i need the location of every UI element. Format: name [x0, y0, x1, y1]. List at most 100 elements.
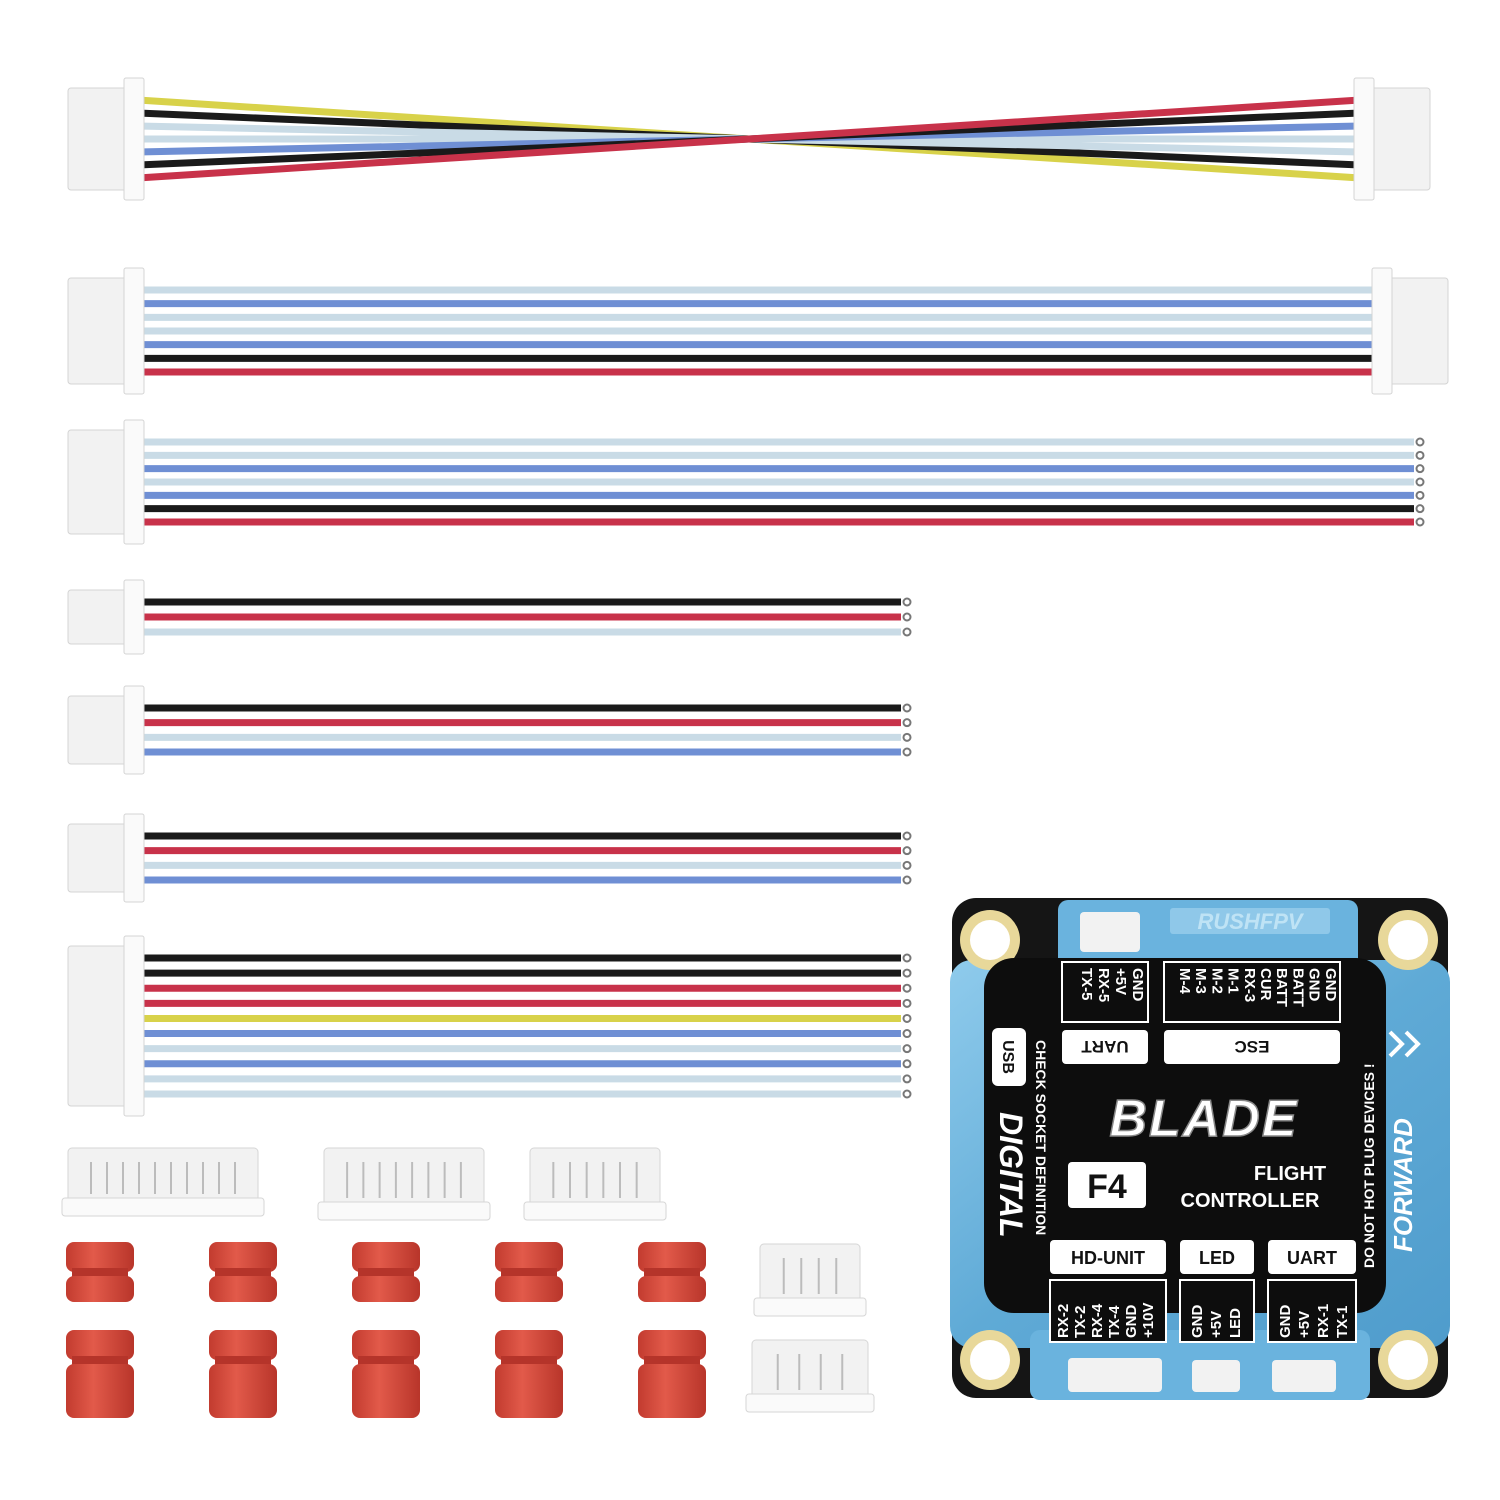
- dampener: [495, 1330, 563, 1418]
- dampener: [209, 1330, 277, 1418]
- wire-tip: [902, 627, 912, 637]
- hd-unit-name: HD-UNIT: [1071, 1248, 1145, 1268]
- pin-label: M-1: [1225, 968, 1242, 994]
- wire-tip: [1415, 477, 1425, 487]
- wire-tip: [902, 875, 912, 885]
- pin-label: +5V: [1112, 968, 1129, 995]
- hd-unit-pin-box: [1049, 1279, 1167, 1343]
- cable-left-connector: [67, 813, 145, 903]
- pin-label: TX-4: [1106, 1305, 1123, 1338]
- wire-tip: [902, 953, 912, 963]
- usb-label-box: [992, 1028, 1026, 1086]
- wire-tip: [902, 732, 912, 742]
- cable-left-connector: [67, 935, 145, 1117]
- pin-label: RX-5: [1095, 968, 1112, 1002]
- wire-tip: [902, 612, 912, 622]
- wire-tip: [902, 1029, 912, 1039]
- title-line2: CONTROLLER: [1181, 1190, 1320, 1212]
- model-badge: [1068, 1162, 1146, 1208]
- wire-tip: [902, 831, 912, 841]
- spare-connector-10pin: [61, 1147, 265, 1217]
- pin-label: +10V: [1140, 1303, 1157, 1338]
- fc-top-socket: [1080, 912, 1140, 952]
- wire-tip: [902, 1059, 912, 1069]
- pin-label: RX-3: [1241, 968, 1258, 1002]
- cable-6: [67, 813, 912, 903]
- wire-red: [137, 96, 1361, 182]
- title-line1: FLIGHT: [1254, 1163, 1326, 1185]
- fc-mounting-holes: [960, 910, 1438, 1390]
- pin-label: M-2: [1208, 968, 1225, 994]
- rubber-dampeners: [66, 1242, 706, 1418]
- esc-name-box: [1164, 1030, 1340, 1064]
- cable-right-connector: [1353, 77, 1431, 201]
- esc-name: ESC: [1235, 1037, 1270, 1056]
- spare-connector-4pin: [745, 1339, 875, 1413]
- pin-label: +5V: [1296, 1311, 1313, 1338]
- wire-tip: [1415, 490, 1425, 500]
- pin-label: GND: [1277, 1305, 1294, 1339]
- wire-tip: [1415, 450, 1425, 460]
- wire-tip: [902, 968, 912, 978]
- fc-bottom-socket-led: [1192, 1360, 1240, 1392]
- dampener: [66, 1242, 134, 1302]
- wire-tip: [1415, 464, 1425, 474]
- pin-label: GND: [1306, 968, 1323, 1002]
- wire-tip: [902, 1074, 912, 1084]
- forward-double-chevron-icon: [1388, 1030, 1421, 1058]
- wire-tip: [902, 1044, 912, 1054]
- uart-bottom-name: UART: [1287, 1248, 1337, 1268]
- pin-label: GND: [1129, 968, 1146, 1002]
- spare-connector-4pin: [753, 1243, 867, 1317]
- dampener: [352, 1330, 420, 1418]
- pin-label: TX-5: [1078, 968, 1095, 1001]
- dampener: [352, 1242, 420, 1302]
- fc-bottom-socket-uart: [1272, 1360, 1336, 1392]
- spare-connector-8pin: [317, 1147, 491, 1221]
- wire-tip: [1415, 504, 1425, 514]
- wire-tip: [1415, 437, 1425, 447]
- cable-set: [67, 77, 1449, 1117]
- wire-tip: [902, 983, 912, 993]
- wire-tip: [902, 703, 912, 713]
- uart-top-pin-box: [1061, 961, 1149, 1023]
- spare-connectors: [61, 1147, 875, 1413]
- cable-3: [67, 419, 1425, 545]
- wire-tip: [902, 860, 912, 870]
- wire-tip: [902, 846, 912, 856]
- esc-pin-box: [1163, 961, 1341, 1023]
- cable-left-connector: [67, 419, 145, 545]
- pin-label: BATT: [1273, 968, 1290, 1007]
- pin-label: LED: [1227, 1308, 1244, 1338]
- wire-tip: [1415, 517, 1425, 527]
- forward-label: FORWARD: [1388, 1118, 1418, 1252]
- fc-bottom-socket-hd: [1068, 1358, 1162, 1392]
- pin-label: M-4: [1176, 968, 1193, 994]
- uart-bottom-pin-box: [1267, 1279, 1357, 1343]
- hot-plug-warning: DO NOT HOT PLUG DEVICES !: [1361, 1063, 1377, 1268]
- pin-label: RX-2: [1055, 1304, 1072, 1338]
- wire-tip: [902, 1013, 912, 1023]
- cable-left-connector: [67, 685, 145, 775]
- hd-unit-name-box: [1050, 1240, 1166, 1274]
- dampener: [209, 1242, 277, 1302]
- wire-tip: [902, 747, 912, 757]
- pin-label: GND: [1322, 968, 1339, 1002]
- cable-left-connector: [67, 267, 145, 395]
- cable-left-connector: [67, 77, 145, 201]
- dampener: [495, 1242, 563, 1302]
- cable-5: [67, 685, 912, 775]
- pin-label: BATT: [1289, 968, 1306, 1007]
- led-name-box: [1180, 1240, 1254, 1274]
- pin-label: +5V: [1208, 1311, 1225, 1338]
- blade-logo: BLADE: [1109, 1090, 1298, 1148]
- check-socket-text: CHECK SOCKET DEFINITION: [1033, 1040, 1049, 1235]
- pin-label: GND: [1189, 1305, 1206, 1339]
- led-pin-box: [1179, 1279, 1255, 1343]
- pin-label: TX-1: [1334, 1305, 1351, 1338]
